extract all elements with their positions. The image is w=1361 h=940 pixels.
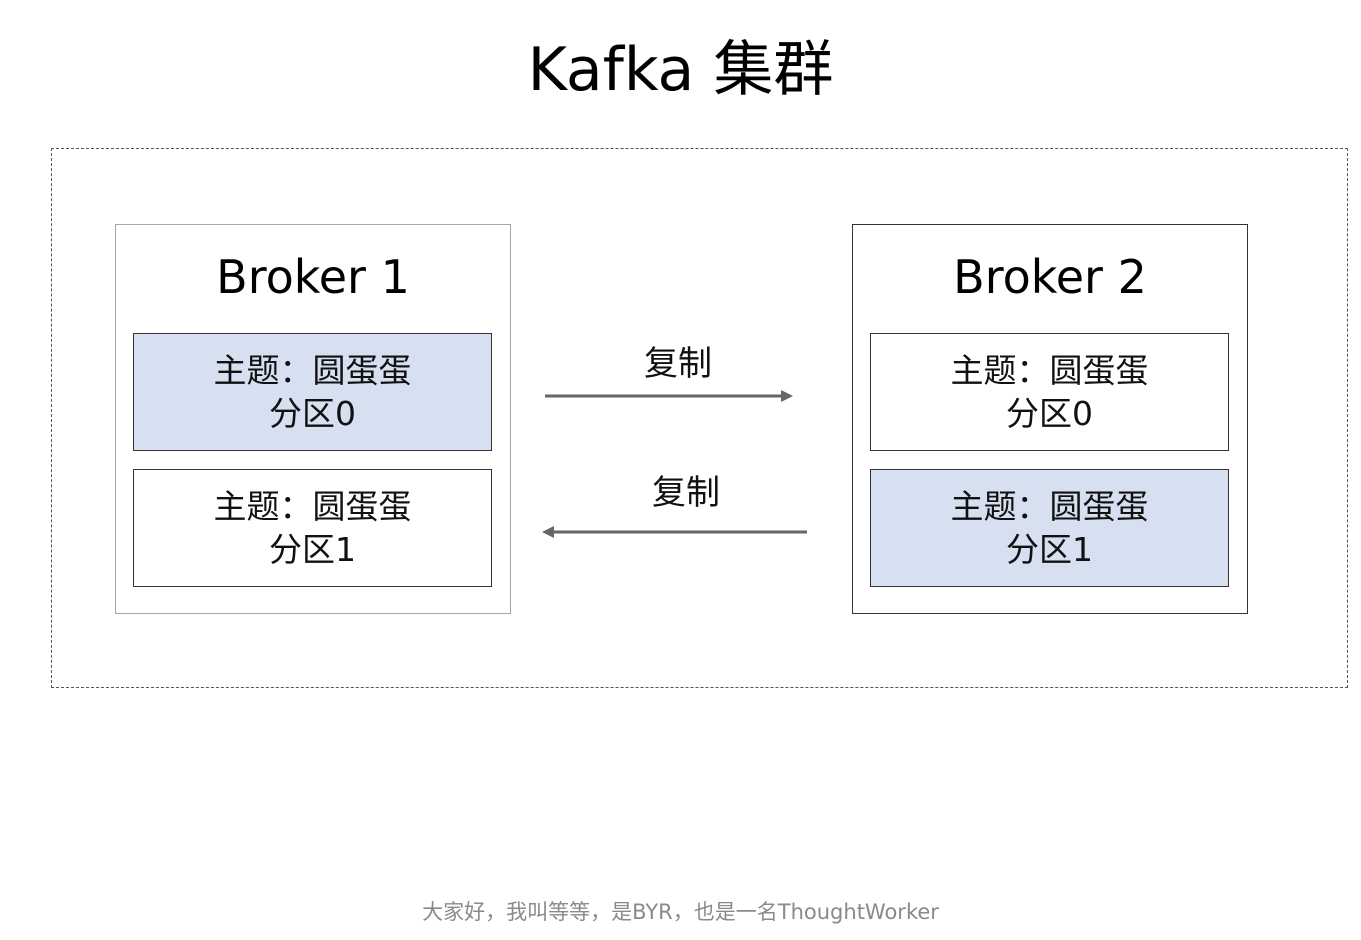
- replication-arrow-left: [542, 526, 807, 538]
- broker-1-partition-1-topic: 主题：圆蛋蛋: [213, 487, 412, 526]
- broker-2-partition-1-topic: 主题：圆蛋蛋: [950, 487, 1149, 526]
- broker-1-partition-1: 主题：圆蛋蛋 分区1: [133, 469, 492, 587]
- replication-arrow-right: [545, 390, 793, 402]
- replication-label-left: 复制: [652, 473, 720, 513]
- broker-1-partition-0-topic: 主题：圆蛋蛋: [213, 351, 412, 390]
- kafka-cluster-boundary: [51, 148, 1348, 688]
- broker-2-title: Broker 2: [953, 250, 1147, 304]
- broker-2-partition-0-label: 分区0: [1006, 394, 1093, 433]
- broker-2-partition-0-topic: 主题：圆蛋蛋: [950, 351, 1149, 390]
- broker-1-partition-0-label: 分区0: [269, 394, 356, 433]
- broker-1-title: Broker 1: [216, 250, 410, 304]
- broker-1-box: Broker 1 主题：圆蛋蛋 分区0 主题：圆蛋蛋 分区1: [115, 224, 511, 614]
- broker-1-partition-1-label: 分区1: [269, 530, 356, 569]
- broker-2-box: Broker 2 主题：圆蛋蛋 分区0 主题：圆蛋蛋 分区1: [852, 224, 1248, 614]
- broker-2-partition-1: 主题：圆蛋蛋 分区1: [870, 469, 1229, 587]
- footer-caption: 大家好，我叫等等，是BYR，也是一名ThoughtWorker: [422, 900, 939, 924]
- broker-2-partition-1-label: 分区1: [1006, 530, 1093, 569]
- diagram-title: Kafka 集群: [527, 35, 834, 105]
- broker-2-partition-0: 主题：圆蛋蛋 分区0: [870, 333, 1229, 451]
- replication-label-right: 复制: [644, 344, 712, 384]
- broker-1-partition-0: 主题：圆蛋蛋 分区0: [133, 333, 492, 451]
